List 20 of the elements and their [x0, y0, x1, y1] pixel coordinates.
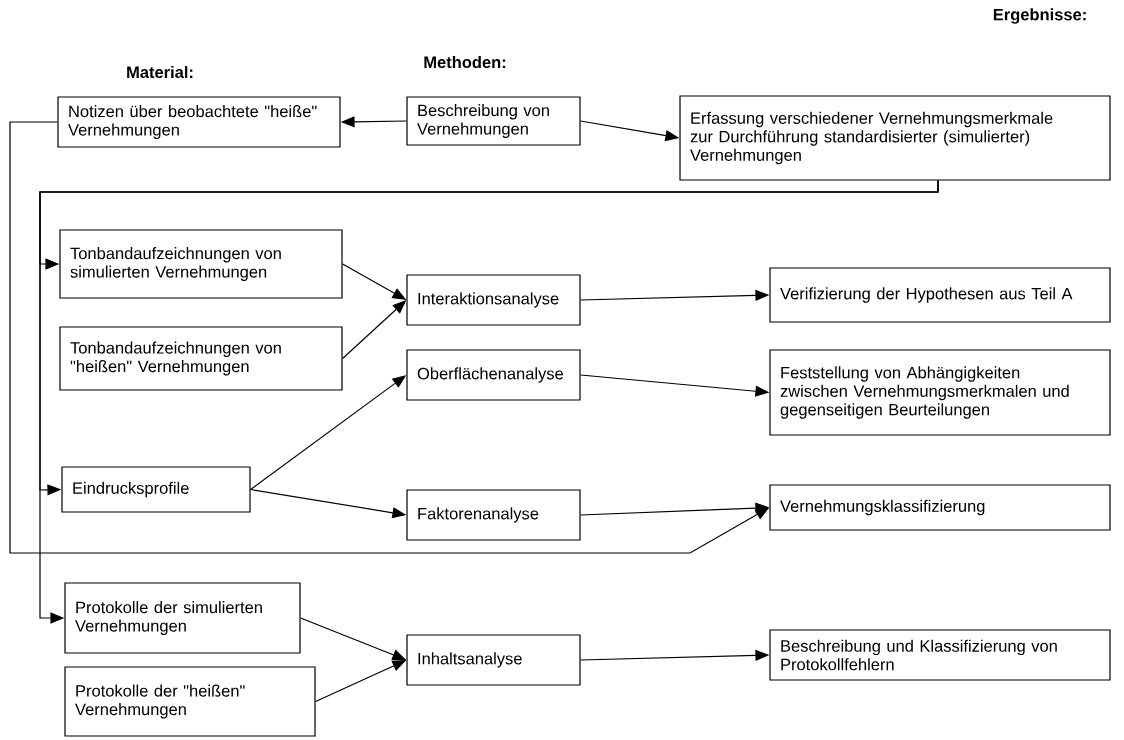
process-box: Vernehmungsklassifizierung	[769, 484, 1111, 531]
process-box: Tonbandaufzeichnungen von simulierten Vernehmungen	[59, 229, 343, 299]
process-box: Protokolle der "heißen" Vernehmungen	[64, 666, 316, 737]
process-box: Inhaltsanalyse	[406, 634, 581, 686]
process-box: Protokolle der simulierten Vernehmungen	[64, 582, 301, 654]
process-box: Interaktionsanalyse	[406, 274, 581, 326]
process-box: Notizen über beobachtete "heiße" Vernehmungen	[57, 96, 341, 148]
process-box: Faktorenanalyse	[406, 489, 581, 541]
arrow	[39, 180, 939, 624]
process-box: Verifizierung der Hypothesen aus Teil A	[769, 267, 1111, 323]
process-box: Eindrucksprofile	[61, 466, 251, 513]
process-box: Erfassung verschiedener Vernehmungsmerkmale zur Durchführung standardisierter (simulierter) Vernehmungen	[679, 95, 1111, 181]
process-box: Oberflächenanalyse	[406, 349, 581, 401]
column-heading: Material:	[127, 65, 193, 79]
column-heading: Ergebnisse:	[993, 8, 1086, 24]
process-box: Beschreibung und Klassifizierung von Protokollfehlern	[769, 629, 1111, 681]
process-box: Tonbandaufzeichnungen von "heißen" Vernehmungen	[59, 326, 343, 391]
column-heading: Methoden:	[424, 55, 506, 69]
process-box: Beschreibung von Vernehmungen	[406, 96, 581, 146]
process-box: Feststellung von Abhängigkeiten zwischen Vernehmungsmerkmalen und gegenseitigen Beurteilungen	[769, 349, 1111, 436]
